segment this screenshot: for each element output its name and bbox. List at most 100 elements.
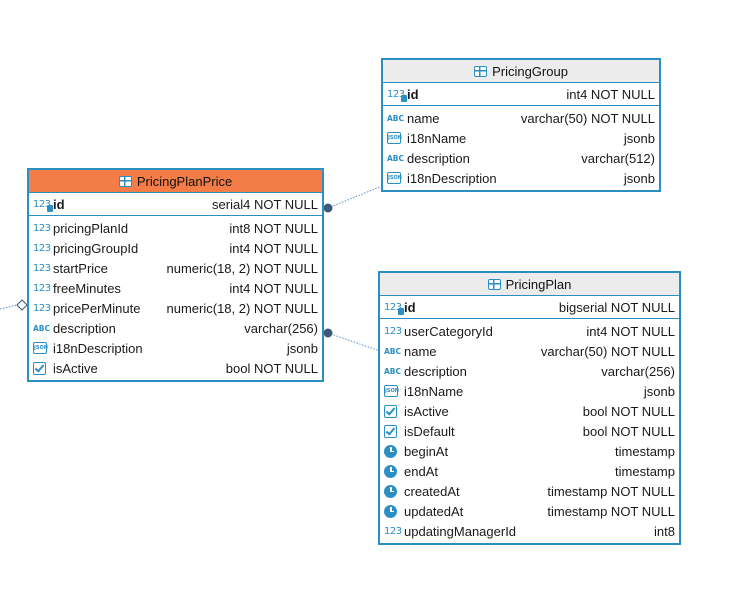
relation-line-pricinggroup[interactable] xyxy=(327,185,383,209)
relation-diamond-marker[interactable] xyxy=(16,299,28,311)
column-name: description xyxy=(53,320,116,336)
column-row[interactable]: isActive bool NOT NULL xyxy=(380,401,679,421)
column-type: timestamp xyxy=(615,443,675,459)
column-row[interactable]: endAt timestamp xyxy=(380,461,679,481)
primary-key-row[interactable]: 123 id serial4 NOT NULL xyxy=(29,193,322,216)
boolean-icon xyxy=(384,404,400,418)
column-type: int8 xyxy=(654,523,675,539)
column-row[interactable]: 123 freeMinutes int4 NOT NULL xyxy=(29,278,322,298)
entity-header[interactable]: PricingPlan xyxy=(380,273,679,296)
column-name: updatedAt xyxy=(404,503,464,519)
column-name: i18nDescription xyxy=(53,340,143,356)
column-name: pricingPlanId xyxy=(53,220,129,236)
column-name: userCategoryId xyxy=(404,323,493,339)
relation-line-offscreen[interactable] xyxy=(0,304,18,310)
column-type: varchar(256) xyxy=(601,363,675,379)
column-row[interactable]: JSON i18nName jsonb xyxy=(380,381,679,401)
column-row[interactable]: 123 pricingGroupId int4 NOT NULL xyxy=(29,238,322,258)
column-row[interactable]: ABC description varchar(512) xyxy=(383,148,659,168)
column-name: name xyxy=(404,343,437,359)
relation-endpoint-pricinggroup[interactable] xyxy=(323,203,333,213)
column-name: isDefault xyxy=(404,423,455,439)
column-name: id xyxy=(53,196,65,212)
entity-pricing-plan-price[interactable]: PricingPlanPrice 123 id serial4 NOT NULL… xyxy=(27,168,324,382)
column-row[interactable]: 123 pricePerMinute numeric(18, 2) NOT NU… xyxy=(29,298,322,318)
column-row[interactable]: JSON i18nName jsonb xyxy=(383,128,659,148)
column-type: varchar(512) xyxy=(581,150,655,166)
numeric-icon: 123 xyxy=(384,525,402,537)
json-icon: JSON xyxy=(384,385,400,397)
primary-key-row[interactable]: 123 id bigserial NOT NULL xyxy=(380,296,679,319)
column-type: varchar(50) NOT NULL xyxy=(540,343,675,359)
relation-endpoint-pricingplan[interactable] xyxy=(323,328,333,338)
text-icon: ABC xyxy=(384,366,402,376)
text-icon: ABC xyxy=(384,346,402,356)
column-type: timestamp xyxy=(615,463,675,479)
column-row[interactable]: ABC name varchar(50) NOT NULL xyxy=(380,341,679,361)
column-type: timestamp NOT NULL xyxy=(547,503,675,519)
column-type: bool NOT NULL xyxy=(582,403,675,419)
entity-pricing-plan[interactable]: PricingPlan 123 id bigserial NOT NULL 12… xyxy=(378,271,681,545)
column-name: id xyxy=(407,86,419,102)
column-row[interactable]: ABC description varchar(256) xyxy=(29,318,322,338)
column-name: endAt xyxy=(404,463,438,479)
column-row[interactable]: ABC description varchar(256) xyxy=(380,361,679,381)
column-row[interactable]: JSON i18nDescription jsonb xyxy=(383,168,659,188)
column-name: updatingManagerId xyxy=(404,523,517,539)
column-row[interactable]: isActive bool NOT NULL xyxy=(29,358,322,378)
column-type: jsonb xyxy=(623,130,655,146)
column-type: serial4 NOT NULL xyxy=(212,196,318,212)
column-row[interactable]: isDefault bool NOT NULL xyxy=(380,421,679,441)
column-name: i18nName xyxy=(404,383,464,399)
column-row[interactable]: createdAt timestamp NOT NULL xyxy=(380,481,679,501)
column-name: i18nDescription xyxy=(407,170,497,186)
relation-line-pricingplan[interactable] xyxy=(327,332,381,352)
clock-icon xyxy=(384,504,400,518)
json-icon: JSON xyxy=(387,132,403,144)
column-row[interactable]: updatedAt timestamp NOT NULL xyxy=(380,501,679,521)
column-row[interactable]: JSON i18nDescription jsonb xyxy=(29,338,322,358)
entity-title: PricingPlanPrice xyxy=(136,173,233,189)
column-type: bigserial NOT NULL xyxy=(558,299,675,315)
column-list: 123 userCategoryId int4 NOT NULL ABC nam… xyxy=(380,319,679,543)
column-name: beginAt xyxy=(404,443,449,459)
column-type: jsonb xyxy=(286,340,318,356)
entity-title: PricingGroup xyxy=(492,63,568,79)
column-row[interactable]: 123 pricingPlanId int8 NOT NULL xyxy=(29,218,322,238)
column-name: startPrice xyxy=(53,260,108,276)
column-type: timestamp NOT NULL xyxy=(547,483,675,499)
boolean-icon xyxy=(384,424,400,438)
column-type: bool NOT NULL xyxy=(582,423,675,439)
column-name: i18nName xyxy=(407,130,467,146)
column-type: jsonb xyxy=(623,170,655,186)
column-row[interactable]: 123 userCategoryId int4 NOT NULL xyxy=(380,321,679,341)
clock-icon xyxy=(384,464,400,478)
column-type: varchar(50) NOT NULL xyxy=(520,110,655,126)
column-type: int4 NOT NULL xyxy=(566,86,655,102)
column-type: numeric(18, 2) NOT NULL xyxy=(166,260,318,276)
column-name: description xyxy=(407,150,470,166)
numeric-icon: 123 xyxy=(33,242,51,254)
column-name: createdAt xyxy=(404,483,460,499)
column-name: pricingGroupId xyxy=(53,240,139,256)
column-name: id xyxy=(404,299,416,315)
numeric-icon: 123 xyxy=(33,262,51,274)
entity-header[interactable]: PricingGroup xyxy=(383,60,659,83)
column-name: isActive xyxy=(404,403,449,419)
column-row[interactable]: beginAt timestamp xyxy=(380,441,679,461)
column-row[interactable]: 123 updatingManagerId int8 xyxy=(380,521,679,541)
text-icon: ABC xyxy=(387,153,405,163)
column-row[interactable]: 123 startPrice numeric(18, 2) NOT NULL xyxy=(29,258,322,278)
column-type: bool NOT NULL xyxy=(225,360,318,376)
column-type: int8 NOT NULL xyxy=(229,220,318,236)
primary-key-row[interactable]: 123 id int4 NOT NULL xyxy=(383,83,659,106)
entity-pricing-group[interactable]: PricingGroup 123 id int4 NOT NULL ABC na… xyxy=(381,58,661,192)
column-row[interactable]: ABC name varchar(50) NOT NULL xyxy=(383,108,659,128)
numeric-key-icon: 123 xyxy=(33,198,53,212)
json-icon: JSON xyxy=(387,172,403,184)
clock-icon xyxy=(384,484,400,498)
entity-header[interactable]: PricingPlanPrice xyxy=(29,170,322,193)
numeric-key-icon: 123 xyxy=(387,88,407,102)
column-type: int4 NOT NULL xyxy=(229,280,318,296)
